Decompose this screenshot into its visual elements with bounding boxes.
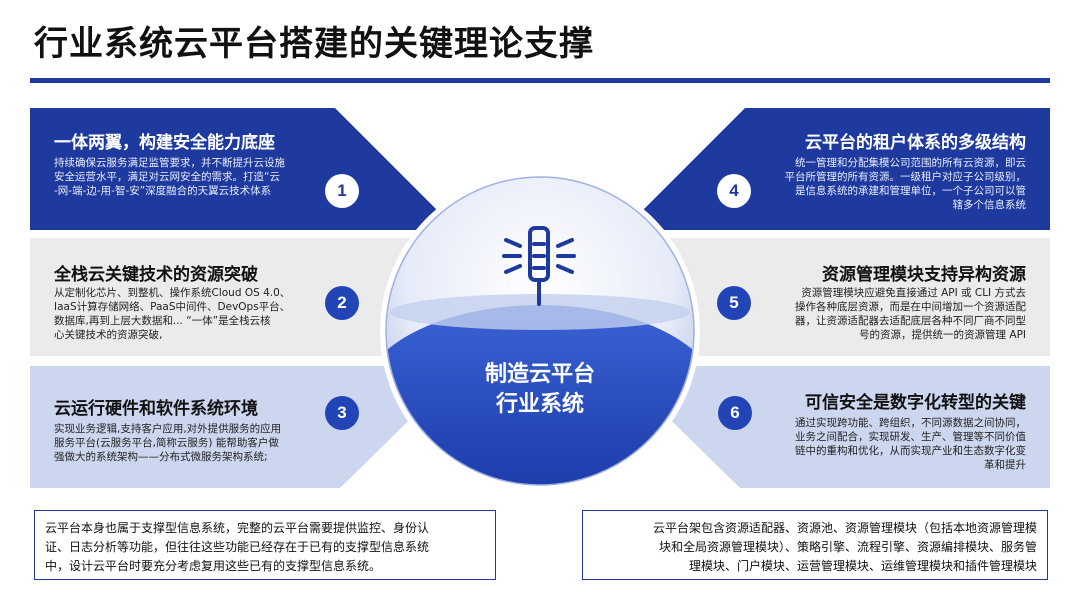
panel-2: 全栈云关键技术的资源突破 从定制化芯片、到整机、操作系统Cloud OS 4.0… [30,238,445,356]
panel-4-title: 云平台的租户体系的多级结构 [805,133,1026,153]
panel-2-bg [30,238,445,356]
note-right-line: 理模块、门户模块、运营管理模块、运维管理模块和插件管理模块 [688,559,1037,573]
number-badge-2: 2 [325,286,359,320]
number-badge-4: 4 [717,174,751,208]
panel-6-line: 业务之间配合，实现研发、生产、管理等不同价值 [795,431,1026,443]
panel-3: 云运行硬件和软件系统环境 实现业务逻辑,支持客户应用,对外提供服务的应用 服务平… [30,366,450,488]
panel-2-line: 心关键技术的资源突破, [54,329,163,341]
note-right: 云平台架包含资源适配器、资源池、资源管理模块（包括本地资源管理模 块和全局资源管… [582,510,1048,580]
panel-4-line: 统一管理和分配集模公司范围的所有云资源，即云 [795,157,1026,169]
note-right-line: 块和全局资源管理模块）、策略引擎、流程引擎、资源编排模块、服务管 [658,540,1037,554]
panel-5-line: 资源管理模块应避免直接通过 API 或 CLI 方式去 [801,287,1026,299]
panel-2-line: 从定制化芯片、到整机、操作系统Cloud OS 4.0、 [54,287,291,299]
panel-4-line: 平台所管理的所有资源。一级租户对应子公司级别， [784,171,1027,183]
note-left-line: 中，设计云平台时要充分考虑复用这些已有的支撑型信息系统。 [45,559,382,573]
panel-4: 云平台的租户体系的多级结构 统一管理和分配集模公司范围的所有云资源，即云 平台所… [635,108,1050,230]
panel-3-line: 实现业务逻辑,支持客户应用,对外提供服务的应用 [54,423,282,435]
panel-4-line: 是信息系统的承建和管理单位，一个子公司可以管 [795,185,1026,197]
page-title: 行业系统云平台搭建的关键理论支撑 [34,24,594,64]
note-left: 云平台本身也属于支撑型信息系统，完整的云平台需要提供监控、身份认 证、日志分析等… [34,510,496,580]
panel-1-title: 一体两翼，构建安全能力底座 [54,133,275,153]
number-badge-3: 3 [325,396,359,430]
panel-3-text: 实现业务逻辑,支持客户应用,对外提供服务的应用 服务平台(云服务平台,简称云服务… [54,422,281,464]
number-badge-6: 6 [718,396,752,430]
panel-6-line: 革和提升 [984,459,1026,471]
panel-6-line: 通过实现跨功能、跨组织，不同源数据之间协同， [795,417,1026,429]
panel-6: 可信安全是数字化转型的关键 通过实现跨功能、跨组织，不同源数据之间协同， 业务之… [630,366,1050,488]
panel-1-text: 持续确保云服务满足监管要求，并不断提升云设施 安全运营水平，满足对云网安全的需求… [54,156,285,198]
panel-1-line: -网-端-边-用-智-安”深度融合的天翼云技术体系 [54,185,272,197]
number-badge-5: 5 [717,286,751,320]
panel-2-title: 全栈云关键技术的资源突破 [54,265,258,285]
panel-1-line: 持续确保云服务满足监管要求，并不断提升云设施 [54,157,285,169]
panel-5-line: 号的资源，提供统一的资源管理 API [859,329,1026,341]
panel-3-line: 强做大的系统架构——分布式微服务架构系统; [54,451,268,463]
panel-3-line: 服务平台(云服务平台,简称云服务) 能帮助客户做 [54,437,279,449]
panel-4-line: 辖多个信息系统 [952,199,1027,211]
panel-6-title: 可信安全是数字化转型的关键 [805,393,1026,413]
panel-5-line: 器，让资源适配器去适配底层各种不同厂商不同型 [795,315,1026,327]
panel-4-text: 统一管理和分配集模公司范围的所有云资源，即云 平台所管理的所有资源。一级租户对应… [785,156,1027,212]
panel-5-line: 操作各种底层资源，而是在中间增加一个资源适配 [795,301,1026,313]
panel-3-title: 云运行硬件和软件系统环境 [54,399,258,419]
panel-5-title: 资源管理模块支持异构资源 [822,265,1026,285]
number-badge-1: 1 [325,174,359,208]
note-left-line: 云平台本身也属于支撑型信息系统，完整的云平台需要提供监控、身份认 [45,521,430,535]
panel-2-line: IaaS计算存储网络、PaaS中间件、DevOps平台、 [54,301,291,313]
panel-5-text: 资源管理模块应避免直接通过 API 或 CLI 方式去 操作各种底层资源，而是在… [795,286,1026,342]
center-title-line1: 制造云平台 [484,362,595,387]
note-right-line: 云平台架包含资源适配器、资源池、资源管理模块（包括本地资源管理模 [652,521,1037,535]
center-title-line2: 行业系统 [495,392,584,417]
panel-6-text: 通过实现跨功能、跨组织，不同源数据之间协同， 业务之间配合，实现研发、生产、管理… [795,416,1026,472]
panel-2-text: 从定制化芯片、到整机、操作系统Cloud OS 4.0、 IaaS计算存储网络、… [54,286,290,342]
panel-1-line: 安全运营水平，满足对云网安全的需求。打造“云 [54,171,280,183]
panel-2-line: 数据库,再到上层大数据和... “一体”是全栈云核 [54,315,271,327]
panel-6-line: 链中的重构和优化，从而实现产业和生态数字化变 [795,445,1026,457]
panel-5: 资源管理模块支持异构资源 资源管理模块应避免直接通过 API 或 CLI 方式去… [635,238,1050,356]
panel-1: 一体两翼，构建安全能力底座 持续确保云服务满足监管要求，并不断提升云设施 安全运… [30,108,445,230]
note-left-line: 证、日志分析等功能，但往往这些功能已经存在于已有的支撑型信息系统 [45,540,430,554]
center-title: 制造云平台 行业系统 [440,360,640,420]
traffic-light-icon [502,226,576,306]
panel-5-bg [635,238,1050,356]
title-divider [30,78,1050,83]
